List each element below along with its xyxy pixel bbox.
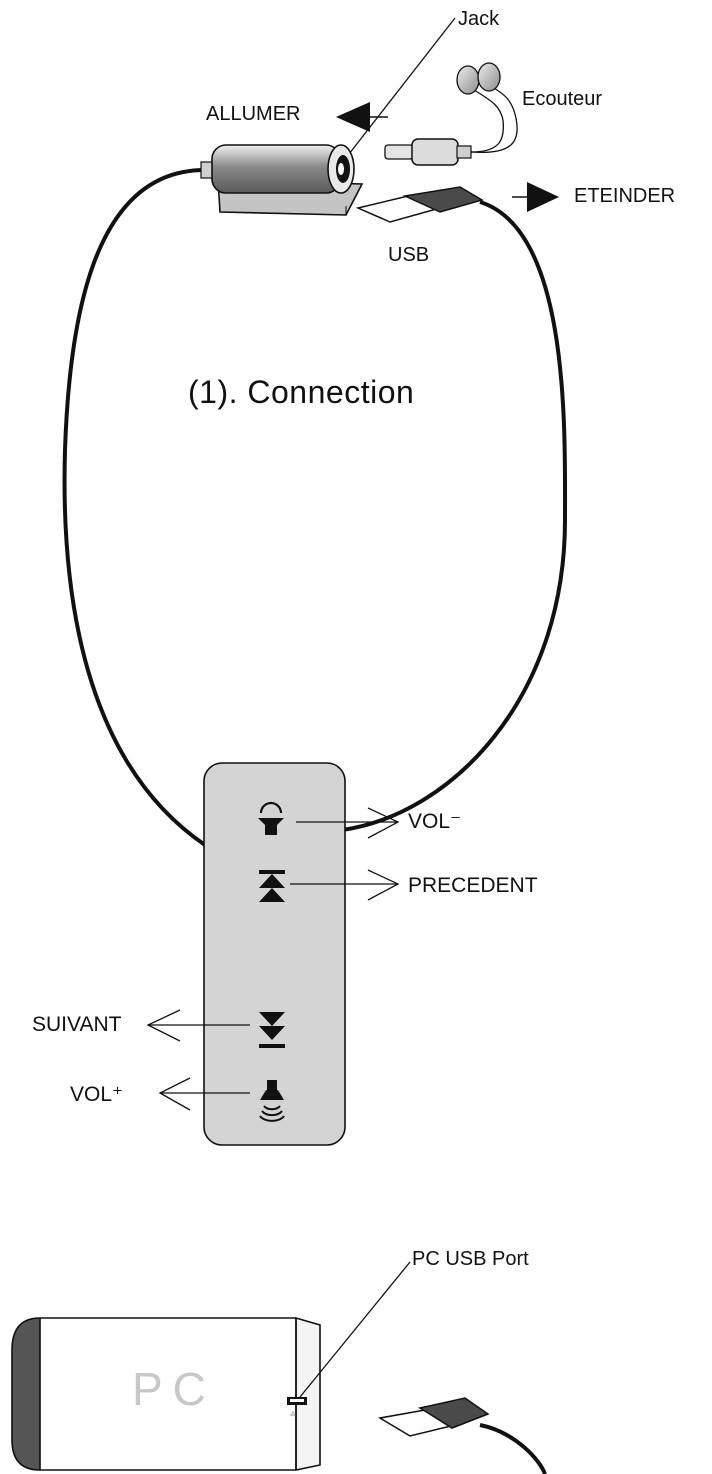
vol-plus-callout xyxy=(158,1077,250,1111)
precedent-callout xyxy=(290,869,400,901)
cable-left xyxy=(62,168,207,847)
earphone-assembly xyxy=(384,62,518,166)
cable-right xyxy=(341,200,568,832)
jack-label: Jack xyxy=(458,8,500,30)
pc-tower: ⁂ xyxy=(11,1316,321,1471)
vol-down-icon[interactable] xyxy=(258,801,284,835)
usb-plug-top xyxy=(355,186,484,223)
ecouteur-label: Ecouteur xyxy=(522,88,603,110)
allumer-label: ALLUMER xyxy=(206,103,301,125)
vol-plus-label: VOL⁺ xyxy=(70,1083,124,1106)
precedent-label: PRECEDENT xyxy=(408,874,538,897)
vol-up-icon[interactable] xyxy=(259,1080,285,1122)
vol-minus-callout xyxy=(296,807,400,839)
previous-icon[interactable] xyxy=(259,870,285,902)
player-unit xyxy=(200,144,364,216)
usb-label: USB xyxy=(388,244,430,266)
arrow-left-icon xyxy=(336,102,388,132)
arrow-right-icon xyxy=(512,182,559,212)
jack-pointer-line xyxy=(341,17,456,164)
next-icon[interactable] xyxy=(259,1012,285,1048)
remote-panel xyxy=(203,762,346,1146)
diagram-title: (1). Connection xyxy=(188,374,415,410)
vol-minus-label: VOL⁻ xyxy=(408,810,462,833)
svg-text:⁂: ⁂ xyxy=(290,1412,296,1418)
suivant-callout xyxy=(146,1009,250,1042)
suivant-label: SUIVANT xyxy=(32,1013,122,1036)
pc-usb-port-pointer xyxy=(299,1261,411,1398)
eteinder-label: ETEINDER xyxy=(574,185,676,207)
usb-plug-bottom xyxy=(377,1397,547,1474)
pc-usb-port-label: PC USB Port xyxy=(412,1248,529,1270)
pc-label: PC xyxy=(132,1363,216,1415)
